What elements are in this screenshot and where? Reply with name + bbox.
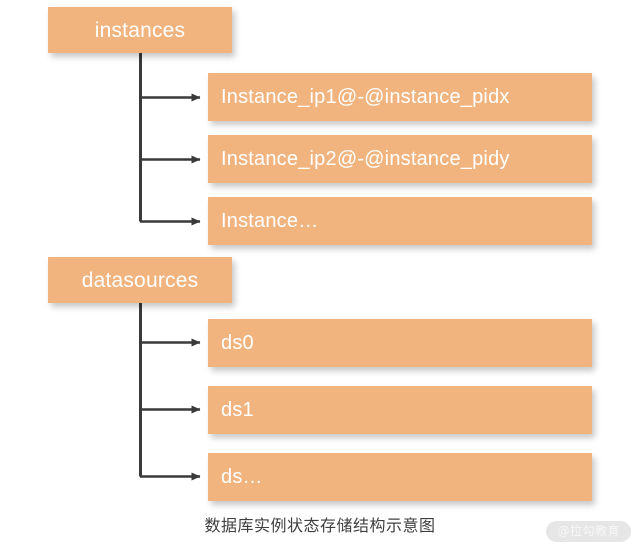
node-instance-item-3-label: Instance… [221,210,319,232]
node-datasource-item-1[interactable]: ds0 [208,319,592,367]
node-datasource-item-3-label: ds… [221,466,263,488]
diagram-caption: 数据库实例状态存储结构示意图 [204,516,436,535]
node-datasource-item-3[interactable]: ds… [208,453,592,501]
node-instance-item-2[interactable]: Instance_ip2@-@instance_pidy [208,135,592,183]
node-instances[interactable]: instances [48,7,232,53]
node-instances-label: instances [94,18,186,42]
node-datasources-label: datasources [81,268,199,292]
node-datasource-item-1-label: ds0 [221,332,254,354]
watermark-badge: @拉勾教育 [546,521,631,542]
node-instance-item-1[interactable]: Instance_ip1@-@instance_pidx [208,73,592,121]
node-instance-item-1-label: Instance_ip1@-@instance_pidx [221,86,510,108]
node-instance-item-2-label: Instance_ip2@-@instance_pidy [221,148,510,170]
node-datasource-item-2[interactable]: ds1 [208,386,592,434]
node-instance-item-3[interactable]: Instance… [208,197,592,245]
node-datasource-item-2-label: ds1 [221,399,254,421]
node-datasources[interactable]: datasources [48,257,232,303]
